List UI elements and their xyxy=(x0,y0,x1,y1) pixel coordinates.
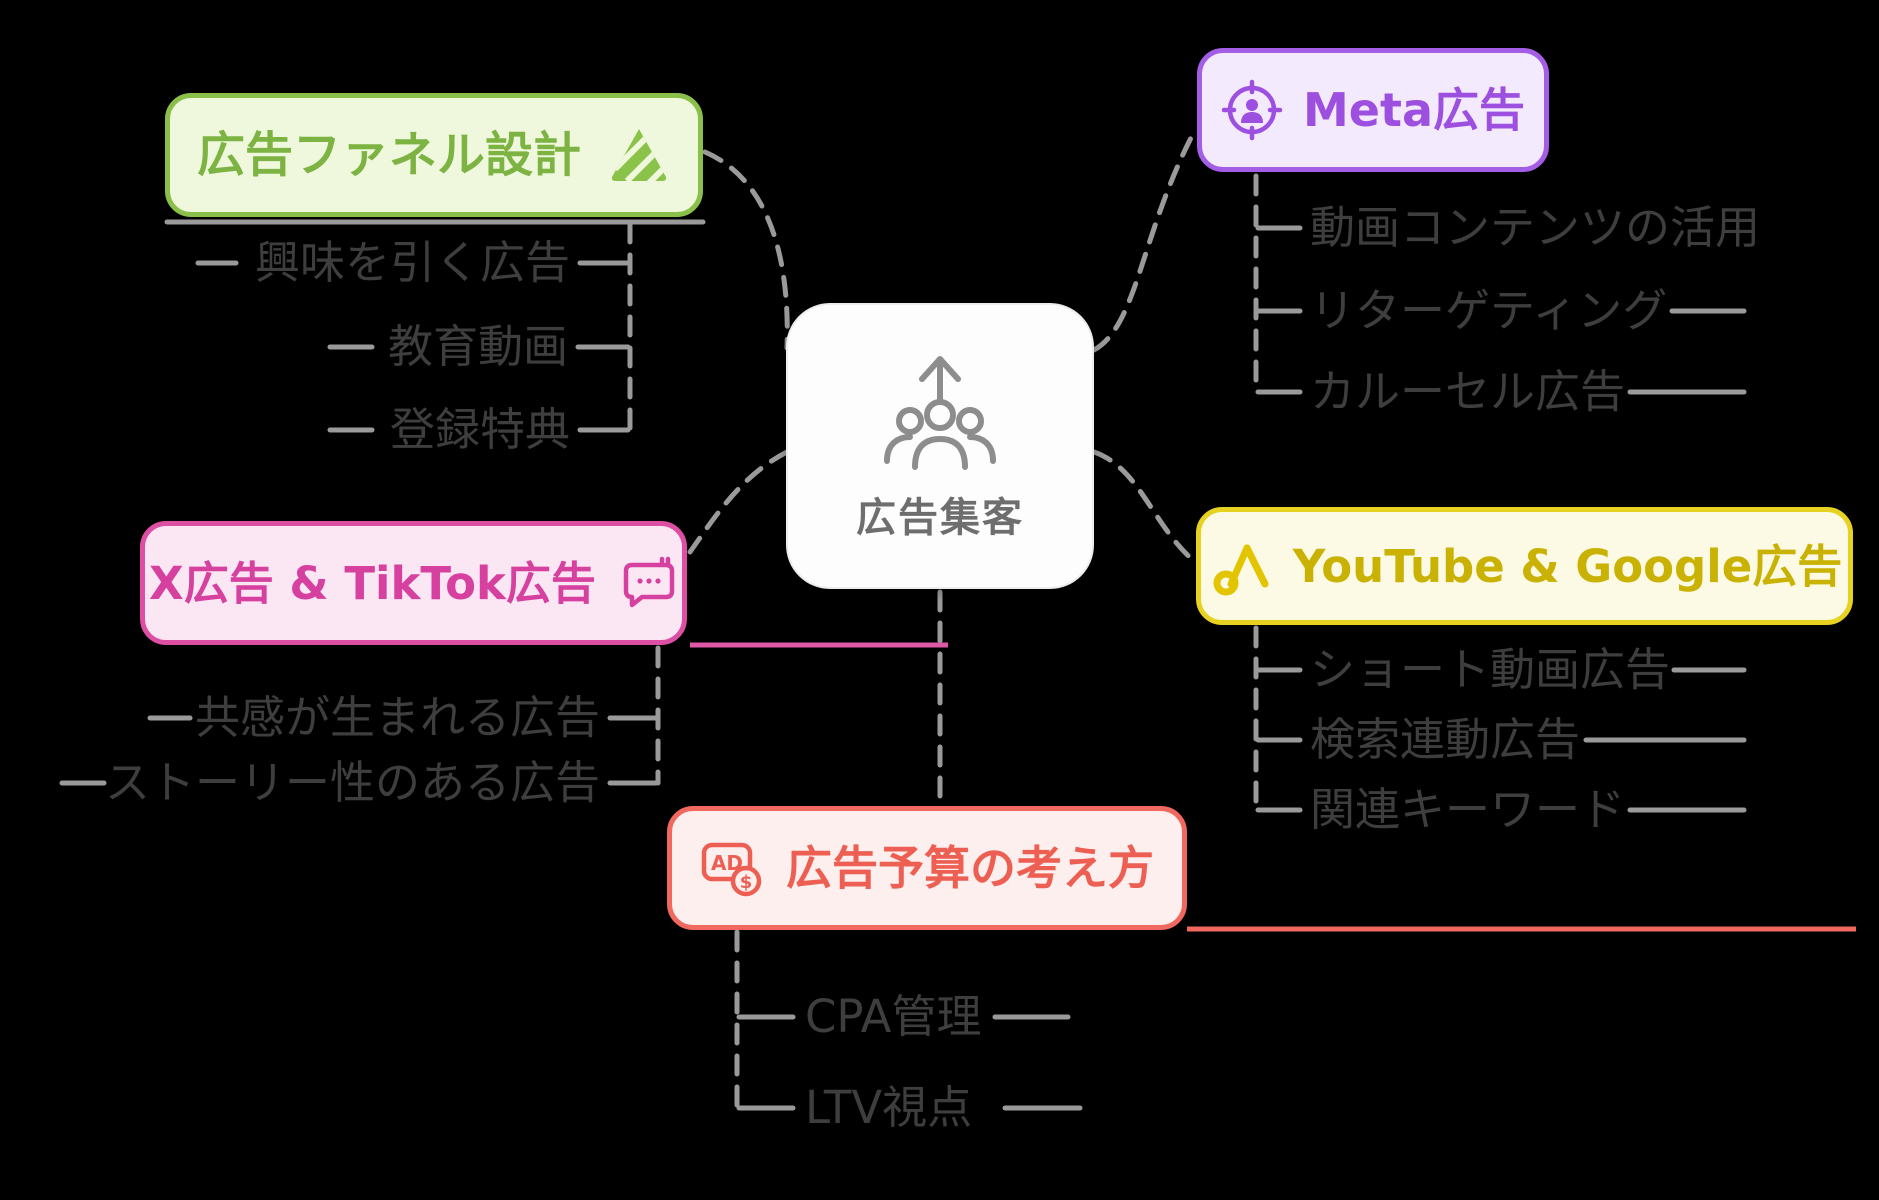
leaf-meta-3[interactable]: カルーセル広告 xyxy=(1310,365,1626,418)
center-node-ad-acquisition[interactable]: 広告集客 xyxy=(786,303,1094,589)
connector-center-youtube xyxy=(1091,449,1198,565)
funnel-icon xyxy=(607,123,671,187)
leaf-funnel-1[interactable]: 興味を引く広告 xyxy=(254,236,570,289)
connector-center-meta xyxy=(1091,127,1198,353)
leaf-meta-1[interactable]: 動画コンテンツの活用 xyxy=(1310,201,1761,254)
branch-x-tiktok-ads[interactable]: X広告 & TikTok広告 xyxy=(140,521,687,645)
branch-ad-funnel-label: 広告ファネル設計 xyxy=(196,127,581,183)
branch-meta-ads-label: Meta広告 xyxy=(1302,83,1525,137)
leaf-x-2[interactable]: ストーリー性のある広告 xyxy=(104,756,600,809)
leaf-funnel-3[interactable]: 登録特典 xyxy=(389,403,570,456)
branch-meta-ads[interactable]: Meta広告 xyxy=(1197,48,1549,172)
target-person-icon xyxy=(1221,79,1283,141)
branch-youtube-google-label: YouTube & Google広告 xyxy=(1292,539,1843,593)
svg-text:$: $ xyxy=(740,872,753,893)
branch-ad-budget[interactable]: AD $ 広告予算の考え方 xyxy=(667,806,1187,930)
leaf-youtube-2[interactable]: 検索連動広告 xyxy=(1310,713,1581,766)
connector-center-x xyxy=(687,449,790,555)
leaf-budget-2[interactable]: LTV視点 xyxy=(805,1081,973,1134)
child-stub-lines xyxy=(59,219,1747,1111)
branch-x-tiktok-label: X広告 & TikTok広告 xyxy=(149,556,596,610)
leaf-funnel-2[interactable]: 教育動画 xyxy=(387,320,568,373)
leaf-meta-2[interactable]: リターゲティング xyxy=(1310,284,1668,337)
leaf-youtube-1[interactable]: ショート動画広告 xyxy=(1310,643,1671,696)
ad-dollar-icon: AD $ xyxy=(700,837,766,899)
connector-center-funnel xyxy=(702,149,790,351)
branch-youtube-google-ads[interactable]: YouTube & Google広告 xyxy=(1196,507,1853,625)
leaf-budget-1[interactable]: CPA管理 xyxy=(805,990,982,1043)
google-ads-icon xyxy=(1207,535,1273,597)
chat-bubble-icon xyxy=(618,553,678,613)
leaf-x-1[interactable]: 共感が生まれる広告 xyxy=(194,691,600,744)
leaf-youtube-3[interactable]: 関連キーワード xyxy=(1310,783,1626,836)
branch-ad-funnel[interactable]: 広告ファネル設計 xyxy=(165,93,703,217)
branch-ad-budget-label: 広告予算の考え方 xyxy=(786,841,1154,895)
center-node-label: 広告集客 xyxy=(856,495,1024,541)
audience-up-arrow-icon xyxy=(865,349,1015,479)
